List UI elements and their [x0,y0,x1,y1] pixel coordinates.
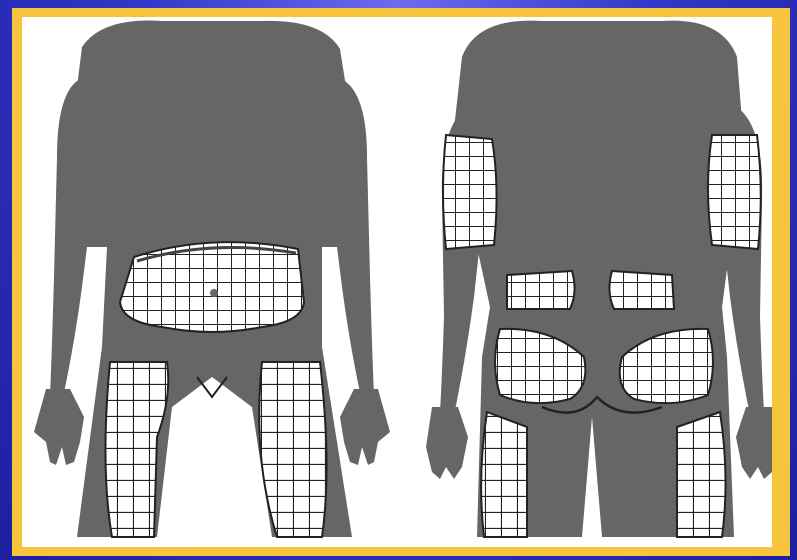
diagram-panel [22,17,772,547]
back-left-thigh-region [481,412,527,537]
injection-sites-diagram [22,17,772,547]
back-left-hand [426,407,468,479]
back-right-thigh-region [677,412,726,537]
front-left-hand [34,389,84,465]
back-view [426,21,772,537]
front-abdomen-region [120,242,304,332]
back-right-hand [736,407,772,479]
front-view [34,21,390,537]
back-right-upper-arm-region [708,135,761,249]
navel [210,289,218,297]
front-right-hand [340,389,390,465]
back-left-flank-region [507,271,575,309]
back-left-upper-arm-region [443,135,497,249]
back-right-flank-region [609,271,674,309]
front-right-thigh-region [259,362,326,537]
